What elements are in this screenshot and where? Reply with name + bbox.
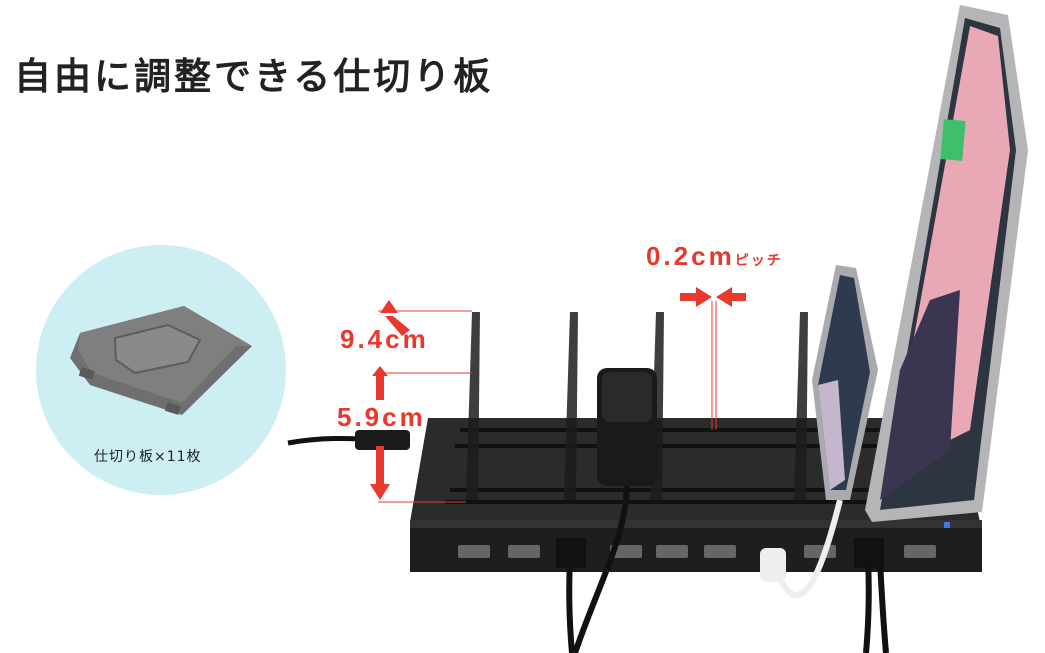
power-adapter-icon [572,368,657,653]
dimension-label-tall: 5.9cm [337,402,426,432]
arrow-up-icon [380,300,398,313]
page-title: 自由に調整できる仕切り板 [14,55,494,98]
cable-icon [863,559,872,653]
usb-plug [760,548,786,582]
divider-plate-icon [70,306,252,415]
cable-icon [877,559,889,653]
tablet-icon [865,5,1028,522]
power-plug [355,430,410,450]
smartphone-icon [812,265,878,500]
usb-ports [458,545,936,558]
arrow-down-icon [370,484,390,500]
arrow-up-icon [372,366,388,376]
arrow-left-icon [716,287,732,307]
pitch-label: ピッチ [734,252,783,268]
dimension-label-pitch: 0.2cmピッチ [646,241,783,272]
pitch-value: 0.2cm [646,241,735,271]
dimension-arrows [370,287,746,500]
dimension-label-short: 9.4cm [340,324,429,354]
arrow-right-icon [696,287,712,307]
cable-icon [566,559,575,653]
accessory-caption: 仕切り板×11枚 [94,449,202,465]
